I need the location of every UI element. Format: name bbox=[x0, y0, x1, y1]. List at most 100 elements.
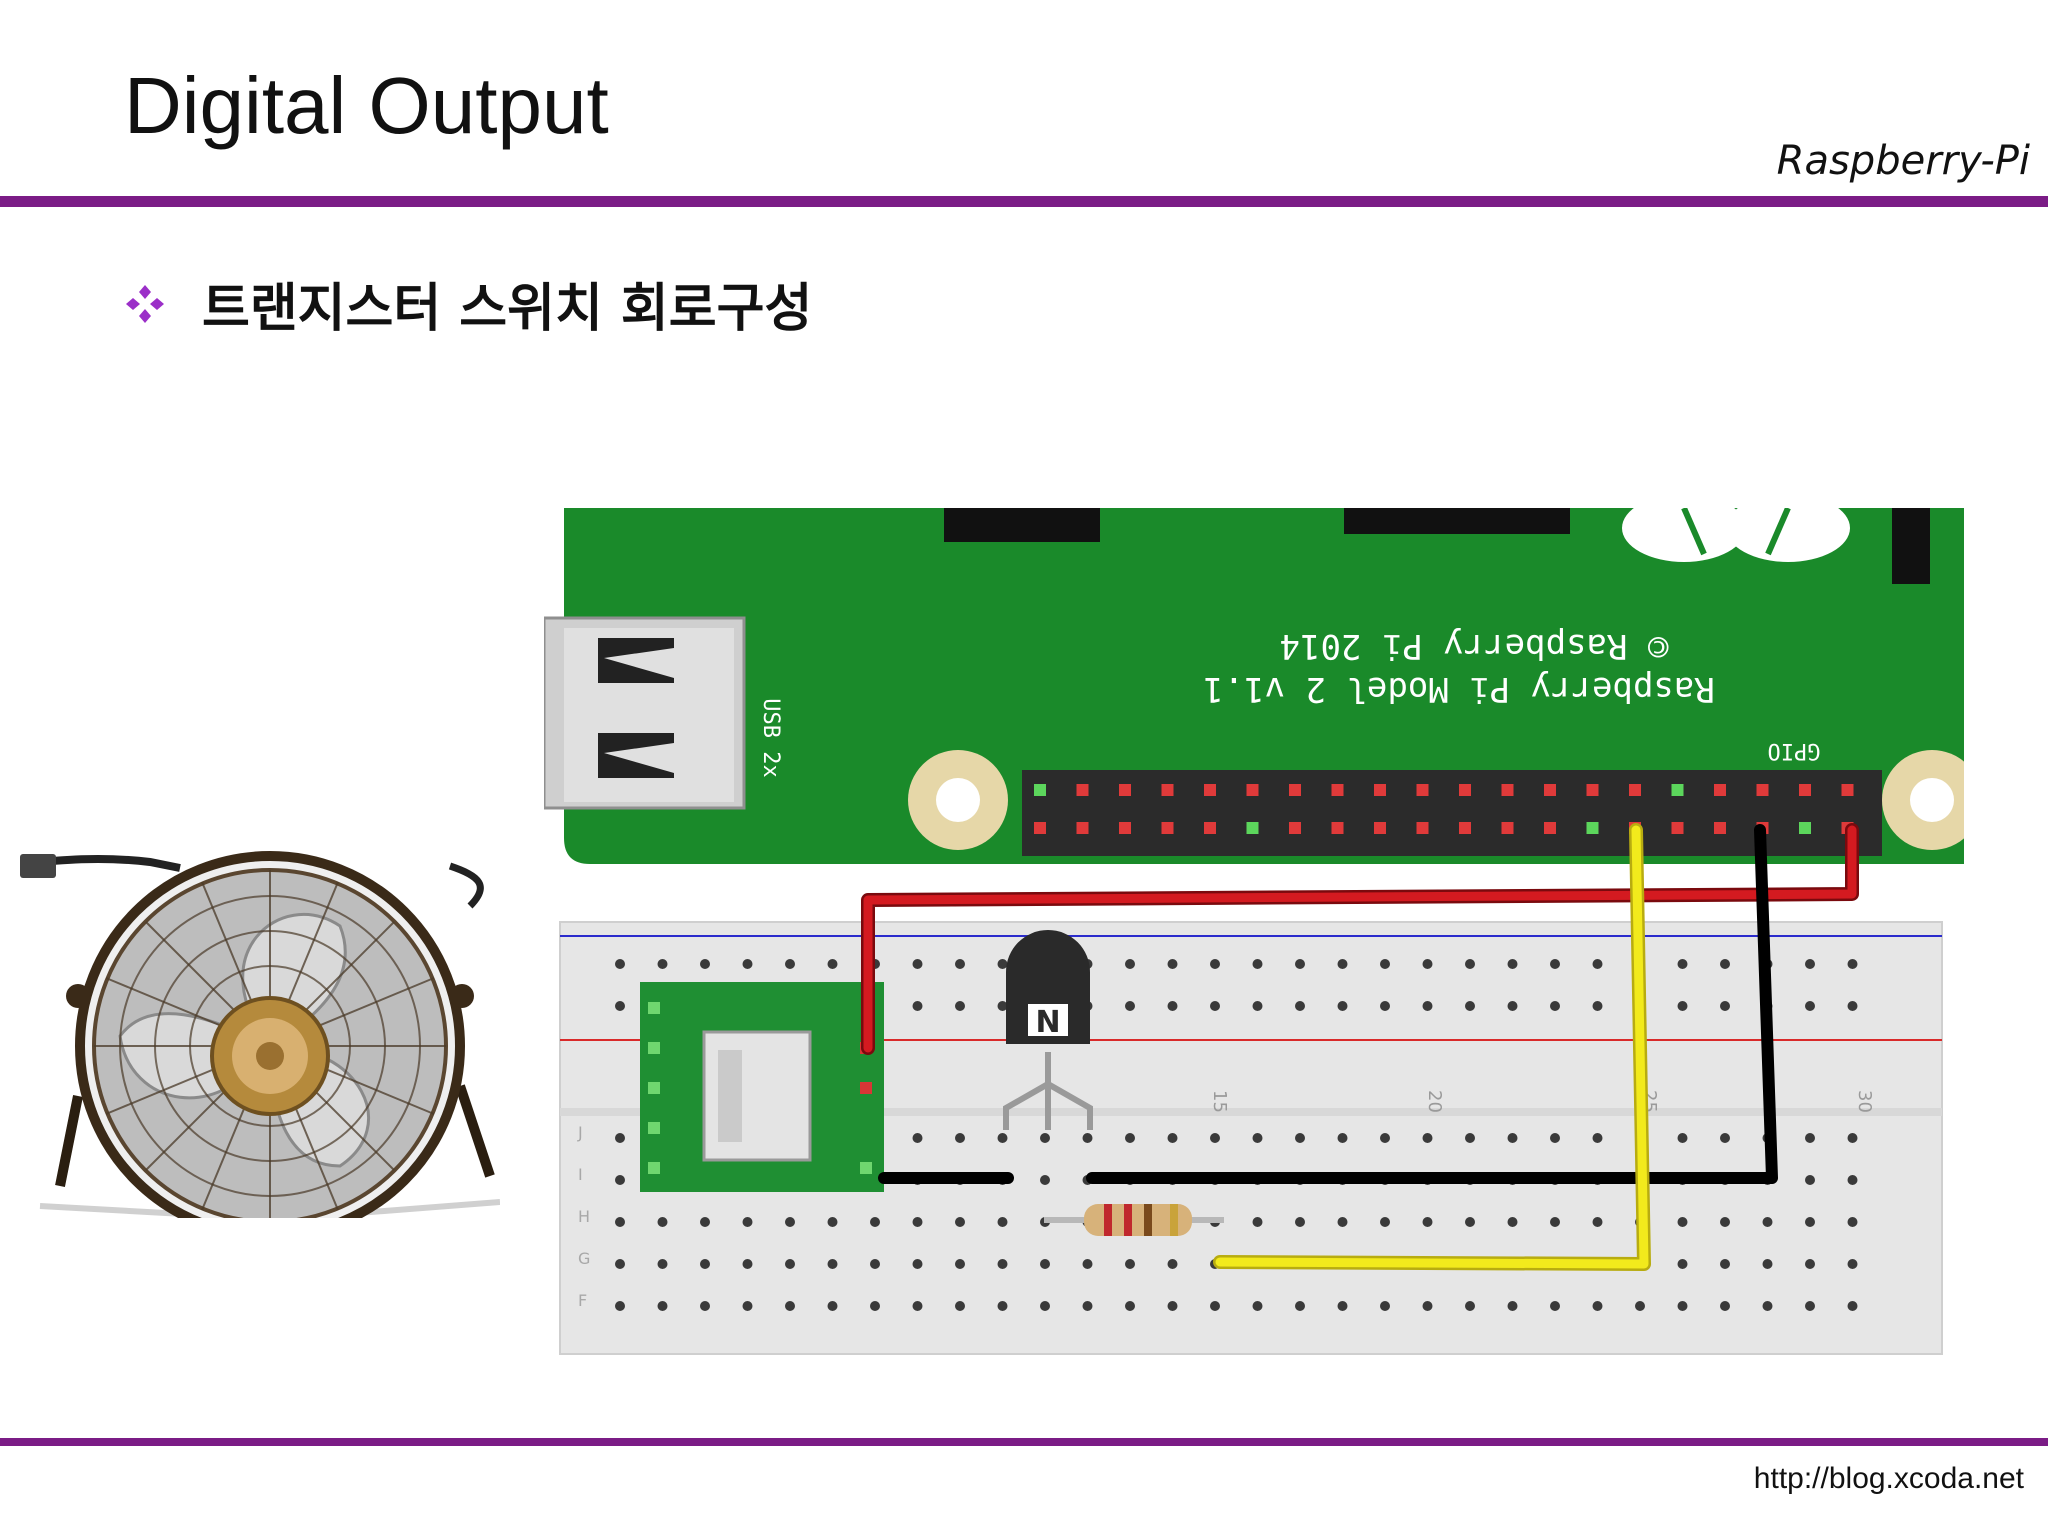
gpio-pin bbox=[1714, 784, 1726, 796]
gpio-pin bbox=[1204, 822, 1216, 834]
breadboard-hole bbox=[657, 1259, 668, 1269]
gpio-pin bbox=[1671, 822, 1684, 834]
breadboard-hole bbox=[827, 959, 838, 969]
breadboard-hole bbox=[955, 1259, 965, 1269]
breadboard-hole bbox=[1847, 1259, 1858, 1269]
usb-breakout-module bbox=[640, 982, 884, 1192]
breadboard-hole bbox=[1125, 1301, 1135, 1311]
raspberry-logo-icon bbox=[1622, 508, 1850, 562]
gpio-pin bbox=[1119, 822, 1131, 834]
wire-red bbox=[861, 823, 1859, 1055]
breadboard-hole bbox=[997, 1133, 1008, 1143]
breadboard-hole bbox=[912, 1001, 923, 1011]
breadboard-hole bbox=[657, 1301, 668, 1311]
breadboard-hole bbox=[615, 1175, 625, 1185]
breadboard-hole bbox=[1805, 1301, 1815, 1311]
gpio-pin bbox=[1374, 784, 1386, 796]
resistor bbox=[1044, 1204, 1224, 1236]
wire-yellow bbox=[1213, 823, 1651, 1271]
footer-divider bbox=[0, 1438, 2048, 1446]
breadboard-hole bbox=[827, 1301, 838, 1311]
breadboard-hole bbox=[1252, 1217, 1263, 1227]
gpio-pin bbox=[1331, 784, 1344, 796]
gpio-pin bbox=[1544, 822, 1556, 834]
gpio-pin bbox=[1459, 822, 1471, 834]
breadboard-hole bbox=[1252, 1301, 1263, 1311]
breadboard-hole bbox=[870, 1259, 880, 1269]
gpio-pin bbox=[1076, 784, 1089, 796]
gpio-pin bbox=[1034, 822, 1046, 834]
breadboard-hole bbox=[1592, 1001, 1603, 1011]
gpio-pin bbox=[1204, 784, 1216, 796]
breadboard-hole bbox=[1465, 1133, 1475, 1143]
board-silkscreen-model: Raspberry Pi Model 2 v1.1 bbox=[1203, 669, 1715, 709]
breadboard-hole bbox=[1040, 1133, 1050, 1143]
breadboard-hole bbox=[1507, 1133, 1518, 1143]
usb-fan-image bbox=[20, 851, 500, 1218]
gpio-pin bbox=[1331, 822, 1344, 834]
breadboard-hole bbox=[1550, 1217, 1560, 1227]
breadboard-hole bbox=[1762, 1217, 1773, 1227]
breadboard-hole bbox=[912, 959, 923, 969]
breadboard-hole bbox=[1125, 1001, 1135, 1011]
breadboard-hole bbox=[870, 1217, 880, 1227]
gpio-pin bbox=[1034, 784, 1046, 796]
usb-port-icon bbox=[544, 616, 746, 810]
breadboard-hole bbox=[1252, 1001, 1263, 1011]
breadboard-hole bbox=[1125, 959, 1135, 969]
title-divider bbox=[0, 196, 2048, 207]
breadboard-hole bbox=[742, 959, 753, 969]
breadboard-hole bbox=[1677, 959, 1688, 969]
gpio-pin bbox=[1119, 784, 1131, 796]
breadboard-hole bbox=[1422, 959, 1433, 969]
breadboard-hole bbox=[1805, 1001, 1815, 1011]
breadboard-hole bbox=[1847, 1217, 1858, 1227]
breadboard-hole bbox=[955, 1001, 965, 1011]
breadboard-hole bbox=[1805, 1217, 1815, 1227]
breadboard-hole bbox=[1720, 1301, 1730, 1311]
breadboard-hole bbox=[1337, 959, 1348, 969]
gpio-pin bbox=[1544, 784, 1556, 796]
gpio-pin bbox=[1586, 784, 1599, 796]
gpio-pin bbox=[1714, 822, 1726, 834]
breadboard-hole bbox=[1040, 1259, 1050, 1269]
breadboard-hole bbox=[1295, 959, 1305, 969]
column-marker-20: 20 bbox=[1424, 1090, 1445, 1113]
breadboard-hole bbox=[1720, 1001, 1730, 1011]
breadboard-hole bbox=[1082, 1133, 1093, 1143]
breadboard-hole bbox=[1167, 959, 1178, 969]
breadboard-hole bbox=[1210, 1001, 1220, 1011]
breadboard-hole bbox=[1380, 1001, 1390, 1011]
breadboard-hole bbox=[1550, 1001, 1560, 1011]
slide-title: Digital Output bbox=[124, 61, 609, 150]
breadboard-hole bbox=[955, 959, 965, 969]
breadboard-hole bbox=[1337, 1001, 1348, 1011]
breadboard-hole bbox=[870, 1301, 880, 1311]
breadboard-hole bbox=[1082, 1301, 1093, 1311]
breadboard-hole bbox=[1720, 1217, 1730, 1227]
breadboard-hole bbox=[1592, 959, 1603, 969]
breadboard-hole bbox=[1167, 1259, 1178, 1269]
breadboard-hole bbox=[1295, 1217, 1305, 1227]
row-letter-f: F bbox=[578, 1291, 587, 1310]
breadboard-hole bbox=[1550, 1133, 1560, 1143]
breadboard-hole bbox=[1550, 959, 1560, 969]
gpio-pin bbox=[1246, 822, 1259, 834]
gpio-pin bbox=[1671, 784, 1684, 796]
breadboard-hole bbox=[1592, 1217, 1603, 1227]
breadboard-hole bbox=[1507, 1001, 1518, 1011]
breadboard-hole bbox=[1295, 1301, 1305, 1311]
breadboard-hole bbox=[1380, 1133, 1390, 1143]
breadboard-hole bbox=[785, 1217, 795, 1227]
breadboard-hole bbox=[1125, 1259, 1135, 1269]
breadboard-hole bbox=[742, 1217, 753, 1227]
breadboard-hole bbox=[615, 1001, 625, 1011]
gpio-pin bbox=[1289, 784, 1301, 796]
breadboard-hole bbox=[1847, 1301, 1858, 1311]
breadboard-hole bbox=[912, 1259, 923, 1269]
breadboard-hole bbox=[657, 1217, 668, 1227]
gpio-pin bbox=[1161, 822, 1174, 834]
raspberry-pi-board: © Raspberry Pi 2014 Raspberry Pi Model 2… bbox=[544, 508, 1964, 864]
breadboard-hole bbox=[997, 1217, 1008, 1227]
breadboard-hole bbox=[1762, 1259, 1773, 1269]
